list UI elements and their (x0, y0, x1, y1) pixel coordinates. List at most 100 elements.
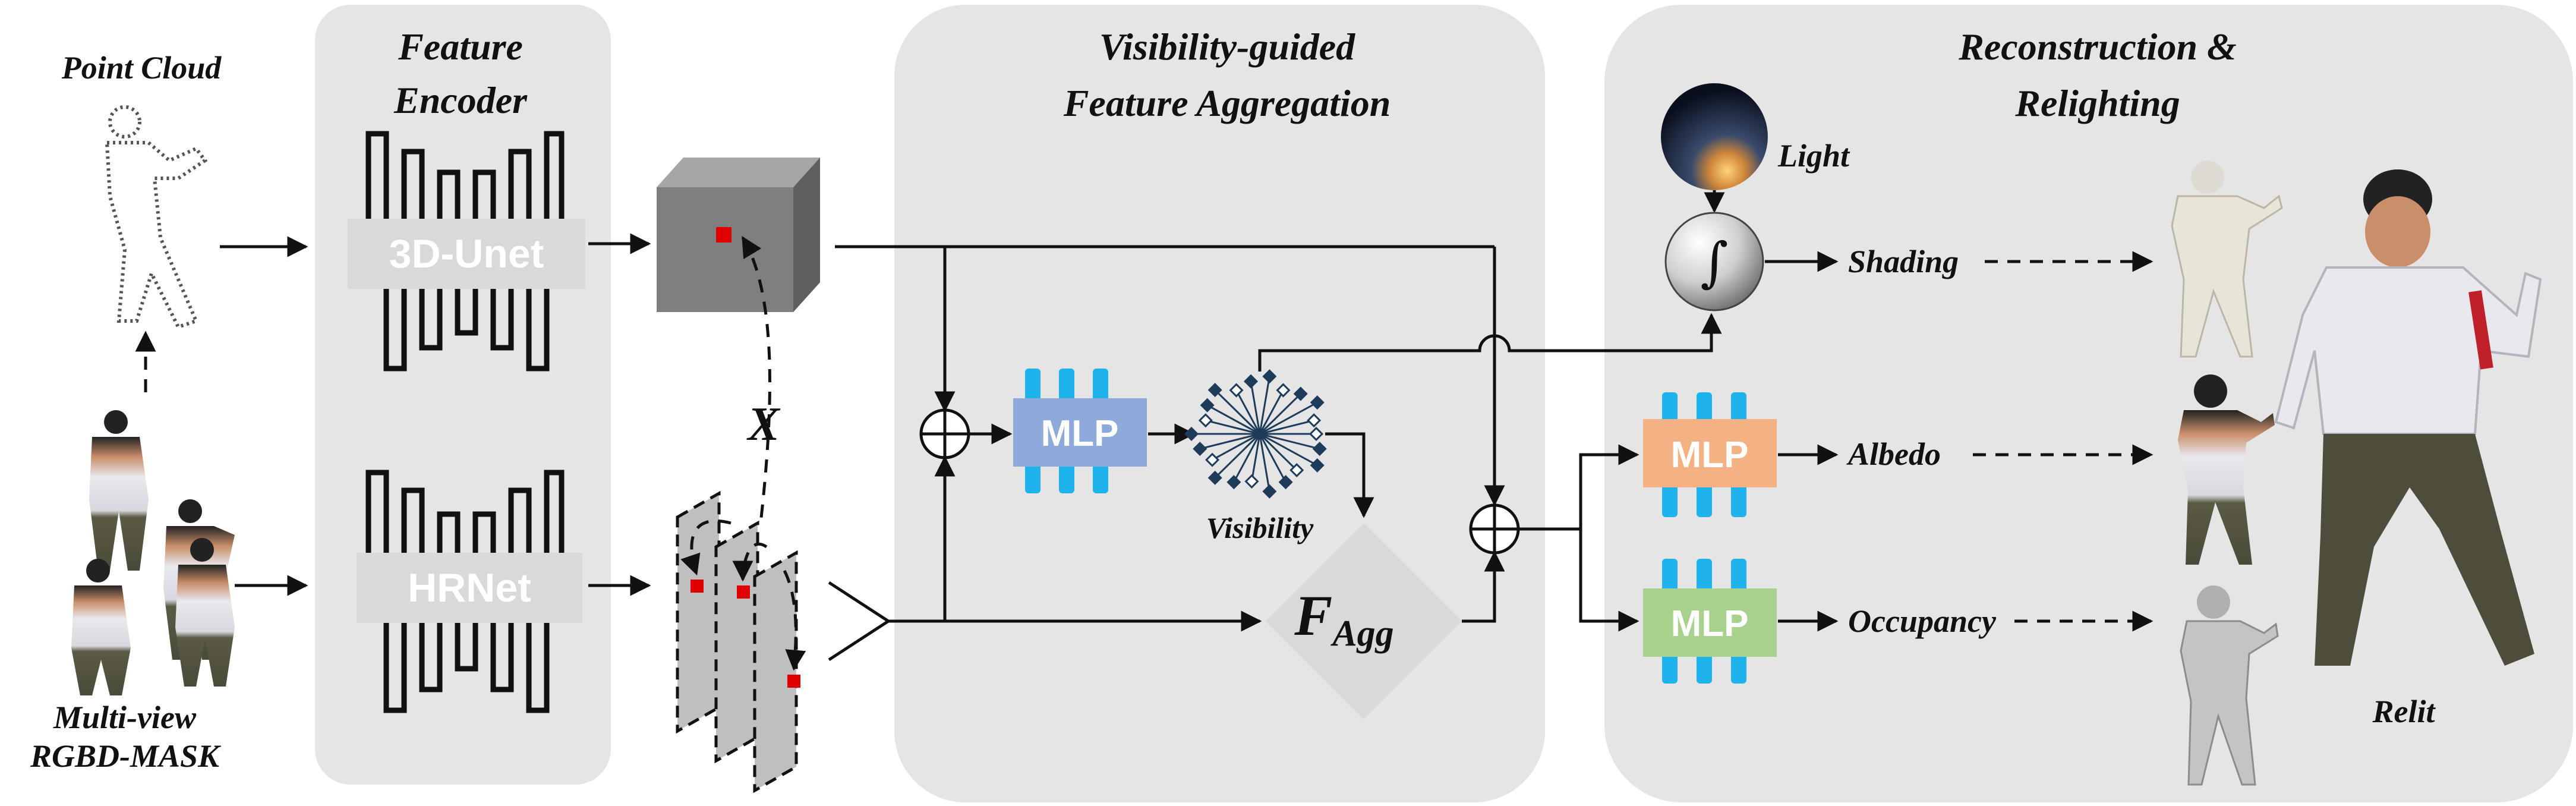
feature-maps (676, 490, 800, 794)
multiview-images (71, 410, 235, 695)
visibility-ray-endpoint (1310, 395, 1325, 410)
visibility-ray-endpoint (1276, 383, 1291, 398)
occupancy-mlp-label: MLP (1671, 603, 1749, 644)
feature-encoder-title-line1: Feature (398, 26, 523, 68)
fagg-main-label: F (1294, 584, 1332, 647)
visibility-ray (1250, 381, 1261, 435)
hrnet-label-box (357, 553, 582, 623)
visibility-ray (1199, 433, 1260, 450)
aggregation-title-line1: Visibility-guided (1099, 26, 1355, 68)
reconstruction-title-line2: Relighting (2014, 82, 2180, 124)
visibility-ray (1259, 389, 1284, 435)
visibility-ray (1214, 433, 1261, 478)
unet-zigzag (365, 131, 565, 371)
visibility-ray-endpoint (1226, 475, 1241, 490)
shading-render (2171, 160, 2283, 358)
fagg-to-concat-arrow (1462, 550, 1505, 623)
hrnet-zigzag (365, 470, 565, 713)
volume-query-point (716, 227, 732, 243)
visibility-to-fagg-arrow (1325, 432, 1374, 518)
shading-integral-sphere (1664, 212, 1764, 311)
visibility-ray (1259, 401, 1318, 435)
albedo-mlp-label: MLP (1671, 435, 1749, 476)
projection-dashed-curve-3 (732, 542, 768, 582)
projection-dashed-curve-4 (783, 569, 806, 671)
visibility-ray (1233, 433, 1261, 483)
visibility-ray-endpoint (1184, 426, 1199, 442)
visibility-ray-endpoint (1312, 442, 1327, 456)
hrnet-label: HRNet (408, 565, 531, 610)
occupancy-mlp: MLP (1643, 559, 1777, 684)
projection-dashed-curve-2 (680, 520, 732, 576)
visibility-ray (1214, 389, 1261, 435)
visibility-ray (1251, 433, 1261, 482)
feature-volume-cube (657, 158, 820, 312)
projection-dashed-curve-1 (741, 235, 771, 524)
occupancy-label: Occupancy (1848, 603, 1997, 639)
point-cloud-figure (105, 105, 208, 329)
visibility-ray-endpoint (1207, 383, 1222, 398)
map-query-point-1 (690, 580, 704, 593)
visibility-ray (1259, 433, 1318, 467)
unet-label: 3D-Unet (389, 231, 544, 276)
concat-symbol-2 (1469, 503, 1520, 555)
visibility-ray-endpoint (1200, 398, 1215, 413)
fagg-node: FAgg (1266, 523, 1462, 719)
visibility-ray-endpoint (1278, 475, 1293, 490)
concat-symbol-1 (919, 408, 970, 459)
visibility-ray (1259, 433, 1287, 483)
visibility-mlp: MLP (1013, 369, 1147, 493)
visibility-label: Visibility (1206, 511, 1314, 544)
query-point-label: X (746, 398, 780, 451)
visibility-ray-endpoint (1293, 386, 1308, 401)
visibility-ray-endpoint (1198, 413, 1213, 428)
visibility-ray-endpoint (1229, 383, 1244, 398)
unet-label-box (348, 219, 585, 289)
visibility-ray-endpoint (1289, 463, 1304, 478)
albedo-render (2178, 374, 2275, 565)
visibility-ray (1259, 433, 1298, 471)
occupancy-render (2180, 585, 2279, 786)
visibility-ray-endpoint (1244, 374, 1259, 389)
environment-light-sphere (1661, 83, 1768, 190)
reconstruction-title-line1: Reconstruction & (1958, 26, 2237, 68)
visibility-ray-endpoint (1310, 458, 1325, 473)
relit-render (2274, 169, 2542, 666)
multiview-label-line2: RGBD-MASK (30, 738, 222, 774)
visibility-ray (1205, 419, 1260, 435)
visibility-ray (1212, 433, 1260, 461)
visibility-ray (1259, 376, 1270, 435)
visibility-ray-endpoint (1309, 426, 1324, 442)
map-query-point-2 (737, 585, 750, 599)
svg-text:FAgg: FAgg (1294, 584, 1393, 654)
visibility-ray (1259, 393, 1301, 435)
visibility-ray (1259, 433, 1320, 450)
visibility-ray (1206, 404, 1260, 435)
visibility-ray-endpoint (1262, 484, 1277, 499)
integral-symbol: ∫ (1701, 231, 1729, 294)
fagg-sub-label: Agg (1330, 613, 1393, 654)
point-cloud-label: Point Cloud (61, 50, 222, 86)
visibility-ray (1259, 419, 1314, 435)
visibility-ray-endpoint (1244, 474, 1259, 489)
visibility-ray-endpoint (1307, 413, 1322, 428)
multiview-label-line1: Multi-view (53, 700, 197, 735)
visibility-rays (1184, 369, 1327, 499)
relit-label: Relit (2372, 694, 2436, 729)
albedo-mlp: MLP (1643, 392, 1777, 517)
map-query-point-3 (787, 675, 800, 688)
featuremap-merge-lines (828, 581, 891, 662)
visibility-ray-endpoint (1207, 470, 1222, 485)
visibility-ray (1235, 389, 1261, 435)
light-label: Light (1777, 138, 1850, 174)
aggregation-title-line2: Feature Aggregation (1063, 82, 1391, 124)
visibility-mlp-label: MLP (1041, 413, 1119, 454)
to-occupancy-mlp-arrow (1579, 529, 1639, 632)
albedo-label: Albedo (1846, 436, 1941, 472)
aggregation-panel (894, 5, 1545, 802)
shading-label: Shading (1848, 244, 1959, 279)
to-albedo-mlp-arrow (1579, 444, 1639, 529)
feature-encoder-title-line2: Encoder (393, 79, 528, 121)
visibility-ray-endpoint (1193, 442, 1207, 456)
